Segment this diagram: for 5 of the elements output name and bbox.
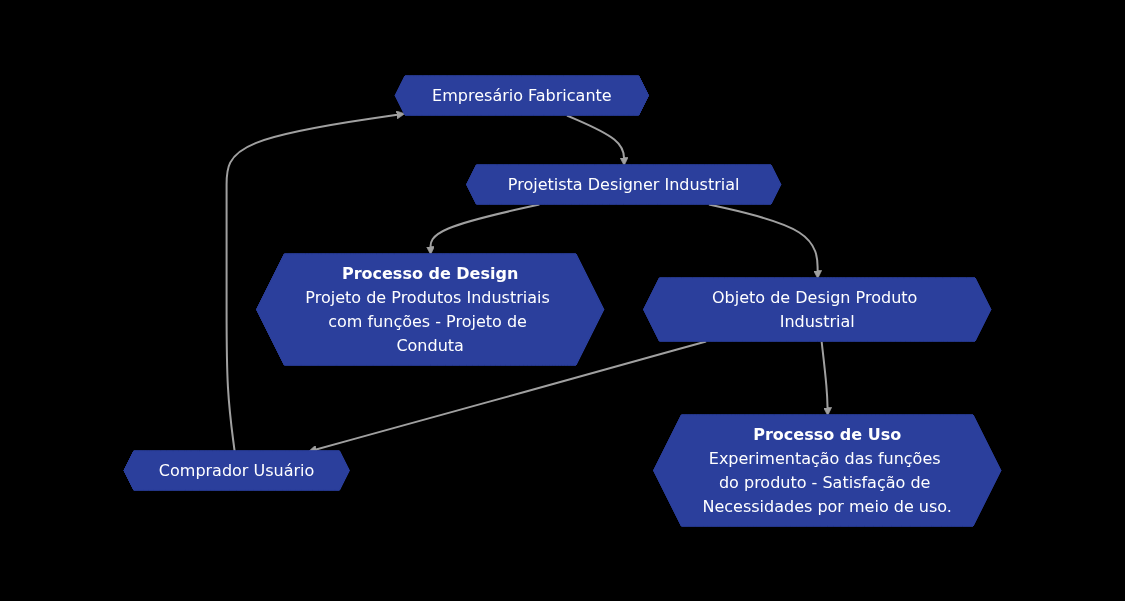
arrow — [566, 114, 629, 166]
arrow — [426, 203, 541, 255]
arrow — [708, 203, 823, 279]
arrow — [225, 110, 406, 452]
arrow — [820, 340, 833, 416]
